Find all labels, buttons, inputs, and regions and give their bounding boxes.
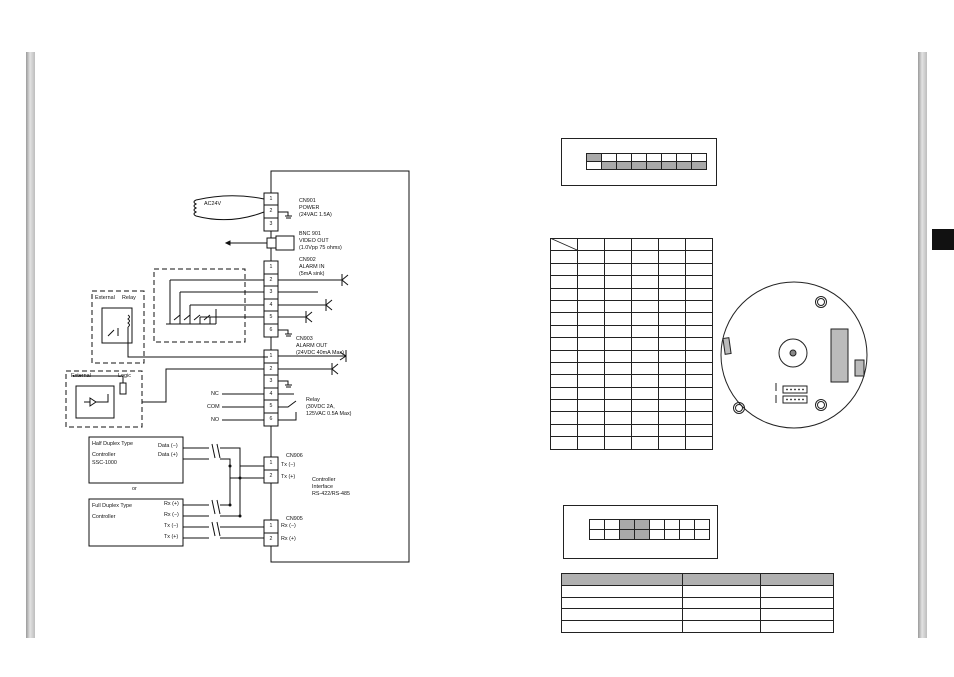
- external-logic-label-a: External: [71, 373, 91, 379]
- cn901-spec: (24VAC 1.5A): [299, 212, 332, 218]
- dip-switch-box-bottom: [563, 505, 718, 559]
- cn905-name: CN905: [286, 516, 303, 522]
- terminal-number: 2: [269, 208, 273, 214]
- alarm-switch-box: [153, 268, 246, 343]
- dip-switch-box-top: [561, 138, 717, 186]
- external-logic-label-b: Logic: [118, 373, 131, 379]
- cn906-tx-minus: Tx (−): [281, 462, 296, 468]
- terminal-number: 3: [269, 378, 273, 384]
- cn901-name: CN901: [299, 198, 316, 204]
- terminal-number: 5: [269, 314, 273, 320]
- controller-interface-1: Controller: [312, 477, 336, 483]
- full-duplex-tx-plus: Tx (+): [164, 534, 179, 540]
- section-tab: [932, 229, 954, 250]
- terminal-number: 5: [269, 403, 273, 409]
- half-duplex-data-plus: Data (+): [158, 452, 178, 458]
- terminal-number: 1: [269, 353, 273, 359]
- half-duplex-sub-2: SSC-1000: [92, 460, 117, 466]
- relay-no-label: NO: [211, 417, 220, 423]
- cn901-title: POWER: [299, 205, 320, 211]
- terminal-number: 6: [269, 416, 273, 422]
- cn905-rx-minus: Rx (−): [281, 523, 296, 529]
- full-duplex-title: Full Duplex Type: [92, 503, 133, 509]
- external-relay-box: [91, 290, 145, 364]
- terminal-number: 1: [269, 196, 273, 202]
- terminal-number: 4: [269, 302, 273, 308]
- full-duplex-controller: [88, 498, 184, 547]
- controller-interface-2: Interface: [312, 484, 333, 490]
- relay-nc-label: NC: [211, 391, 219, 397]
- bottom-table: [561, 573, 834, 633]
- external-relay-label-a: External: [95, 295, 115, 301]
- terminal-number: 3: [269, 221, 273, 227]
- terminal-number: 2: [269, 366, 273, 372]
- full-duplex-rx-minus: Rx (−): [164, 512, 179, 518]
- ac24v-label: AC24V: [204, 201, 222, 207]
- terminal-number: 2: [269, 277, 273, 283]
- relay-title: Relay: [306, 397, 320, 403]
- relay-spec-1: (30VDC 2A,: [306, 404, 335, 410]
- relay-spec-2: 125VAC 0.5A Max): [306, 411, 352, 417]
- dip-switch-top: [586, 153, 707, 170]
- dip-switch-bottom: [589, 519, 710, 540]
- cn903-name: CN903: [296, 336, 313, 342]
- bnc-housing: [275, 235, 295, 251]
- terminal-number: 4: [269, 391, 273, 397]
- terminal-number: 1: [269, 523, 273, 529]
- ac24v-coil: [193, 199, 198, 217]
- relay-com-label: COM: [207, 404, 220, 410]
- cn906-tx-plus: Tx (+): [281, 474, 296, 480]
- grid-corner-diagonal: [550, 238, 578, 251]
- half-duplex-sub-1: Controller: [92, 452, 116, 458]
- full-duplex-rx-plus: Rx (+): [164, 501, 179, 507]
- terminal-number: 2: [269, 473, 273, 479]
- bnc-title: VIDEO OUT: [299, 238, 329, 244]
- half-duplex-title: Half Duplex Type: [92, 441, 133, 447]
- camera-board-outline: [270, 170, 410, 563]
- bnc-name: BNC 901: [299, 231, 321, 237]
- cn903-title: ALARM OUT: [296, 343, 328, 349]
- right-page-edge: [918, 52, 927, 638]
- cn905-rx-plus: Rx (+): [281, 536, 296, 542]
- cn902-title: ALARM IN: [299, 264, 325, 270]
- full-duplex-sub-1: Controller: [92, 514, 116, 520]
- terminal-number: 3: [269, 289, 273, 295]
- half-duplex-controller: [88, 436, 184, 484]
- terminal-number: 6: [269, 327, 273, 333]
- left-page-edge: [26, 52, 35, 638]
- terminal-number: 1: [269, 460, 273, 466]
- or-label: or: [132, 486, 137, 492]
- settings-grid-table: [550, 237, 713, 450]
- terminal-number: 2: [269, 536, 273, 542]
- cn902-name: CN902: [299, 257, 316, 263]
- cn902-spec: (5mA sink): [299, 271, 325, 277]
- full-duplex-tx-minus: Tx (−): [164, 523, 179, 529]
- terminal-number: 1: [269, 264, 273, 270]
- cn906-name: CN906: [286, 453, 303, 459]
- external-logic-box: [65, 370, 143, 428]
- bnc-connector: [266, 237, 277, 249]
- external-relay-label-b: Relay: [122, 295, 136, 301]
- cn903-spec: (24VDC 40mA Max): [296, 350, 344, 356]
- bnc-spec: (1.0Vpp 75 ohms): [299, 245, 342, 251]
- half-duplex-data-minus: Data (−): [158, 443, 178, 449]
- controller-interface-3: RS-422/RS-485: [312, 491, 351, 497]
